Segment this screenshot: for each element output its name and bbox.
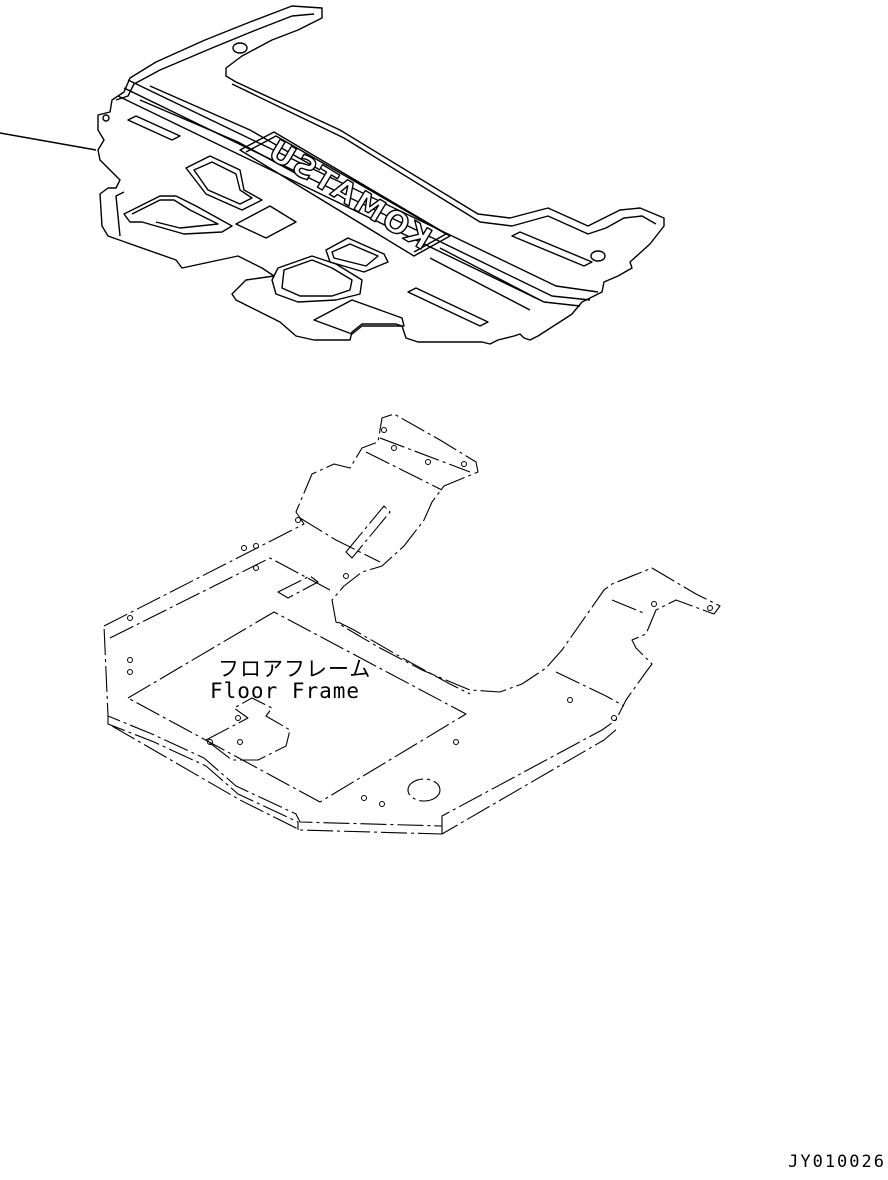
mat-slot-front	[512, 232, 592, 266]
mat-hole	[103, 115, 109, 121]
mat-inner-edge	[116, 14, 656, 236]
floor-mat-part[interactable]: KOMATSU	[0, 6, 664, 344]
left-foot-pad	[186, 156, 262, 210]
floor-frame-part[interactable]	[104, 414, 720, 834]
rear-left-pad	[236, 206, 296, 238]
mat-outline	[98, 6, 664, 344]
frame-thickness	[108, 716, 618, 834]
frame-step-cutout	[206, 698, 290, 760]
frame-inner-panel	[128, 612, 466, 802]
mat-hole	[233, 43, 247, 53]
frame-bolt-holes	[128, 428, 713, 807]
frame-member	[110, 438, 646, 706]
mat-slot-rear	[408, 288, 488, 326]
leader-line	[0, 133, 96, 150]
frame-slot	[278, 506, 390, 598]
frame-outline	[104, 414, 720, 826]
mat-slot-left	[128, 116, 180, 140]
right-foot-cutout	[272, 256, 362, 302]
frame-round-hole	[408, 779, 440, 801]
mat-ridges	[140, 86, 540, 310]
drawing-number: JY010026	[788, 1152, 886, 1172]
logo-plate	[240, 132, 450, 256]
rear-right-pad	[314, 300, 404, 334]
part-label-english: Floor Frame	[210, 679, 361, 703]
right-foot-pad	[326, 238, 388, 272]
left-foot-cutout	[124, 196, 232, 234]
part-label-japanese: フロアフレーム	[218, 657, 372, 681]
mat-hole	[591, 251, 605, 261]
